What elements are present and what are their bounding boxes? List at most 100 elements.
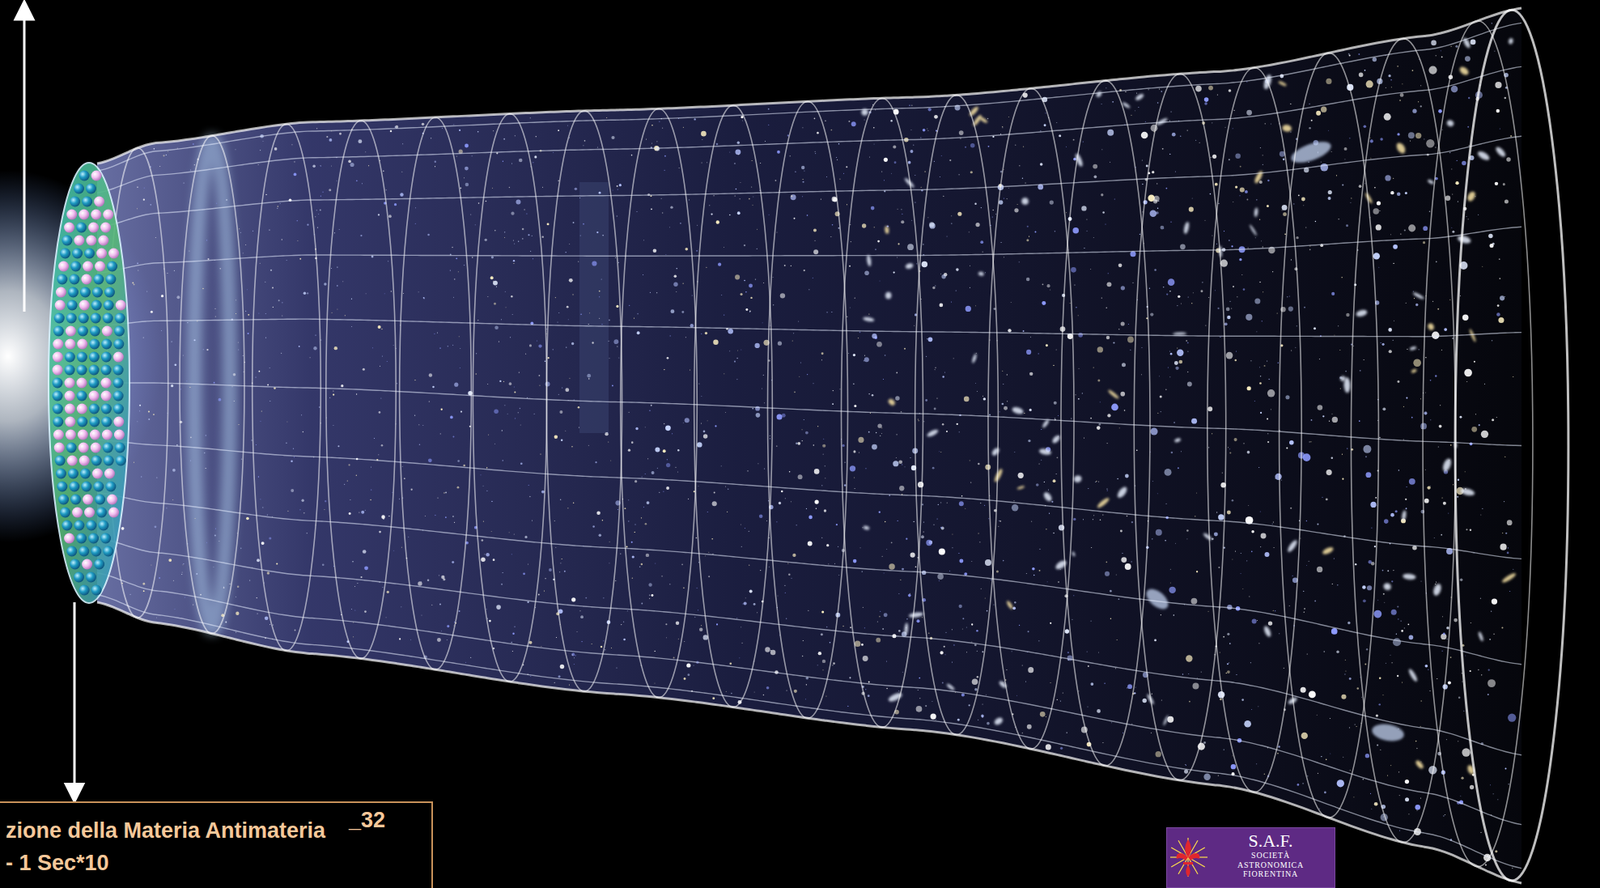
- galaxy-dot: [1455, 181, 1459, 185]
- galaxy-dot: [1136, 92, 1138, 94]
- galaxy-dot: [354, 585, 356, 587]
- galaxy-dot: [1499, 128, 1501, 130]
- galaxy-dot: [784, 585, 786, 586]
- galaxy-dot: [433, 333, 435, 335]
- galaxy-dot: [736, 357, 739, 360]
- galaxy-dot: [348, 463, 350, 466]
- galaxy-dot: [1208, 446, 1210, 448]
- galaxy-dot: [1480, 831, 1482, 833]
- galaxy-dot: [814, 152, 816, 154]
- galaxy-dot: [1141, 131, 1149, 140]
- galaxy-dot: [1461, 161, 1467, 166]
- galaxy-dot: [256, 597, 258, 599]
- galaxy-dot: [1473, 360, 1476, 363]
- galaxy-dot: [1344, 147, 1348, 151]
- galaxy-dot: [636, 331, 641, 335]
- galaxy-dot: [479, 474, 481, 476]
- galaxy-dot: [1430, 690, 1431, 692]
- galaxy-dot: [205, 467, 207, 469]
- galaxy-dot: [633, 317, 635, 319]
- galaxy-dot: [356, 393, 357, 395]
- galaxy-dot: [1235, 359, 1237, 361]
- galaxy-dot: [1421, 580, 1422, 582]
- galaxy-dot: [1256, 331, 1257, 332]
- galaxy-dot: [1425, 139, 1435, 148]
- galaxy-dot: [1097, 346, 1104, 353]
- galaxy-dot: [1392, 569, 1394, 571]
- galaxy-dot: [908, 105, 910, 107]
- galaxy-dot: [1226, 670, 1231, 674]
- galaxy-dot: [434, 160, 437, 162]
- galaxy-dot: [591, 341, 594, 344]
- galaxy-dot: [712, 195, 714, 196]
- galaxy-dot: [822, 444, 826, 448]
- galaxy-dot: [1411, 416, 1414, 419]
- galaxy-dot: [1320, 755, 1322, 757]
- galaxy-dot: [131, 282, 134, 285]
- galaxy-dot: [1155, 529, 1163, 536]
- galaxy-dot: [1273, 522, 1274, 523]
- galaxy-dot: [1083, 437, 1085, 438]
- galaxy-dot: [446, 639, 448, 641]
- galaxy-dot: [798, 376, 800, 378]
- galaxy-dot: [142, 582, 145, 586]
- galaxy-dot: [693, 118, 696, 120]
- galaxy-dot: [870, 206, 875, 211]
- galaxy-dot: [364, 151, 366, 153]
- galaxy-dot: [723, 246, 725, 248]
- galaxy-dot: [1344, 158, 1346, 160]
- galaxy-dot: [560, 439, 563, 442]
- galaxy-dot: [1434, 583, 1436, 585]
- galaxy-dot: [162, 154, 165, 157]
- galaxy-dot: [1203, 741, 1206, 744]
- galaxy-dot: [387, 260, 389, 262]
- galaxy-dot: [1501, 627, 1503, 629]
- galaxy-dot: [1336, 649, 1339, 653]
- galaxy-dot: [607, 441, 609, 443]
- galaxy-dot: [1451, 85, 1458, 93]
- galaxy-dot: [806, 683, 807, 685]
- galaxy-dot: [431, 604, 433, 606]
- galaxy-dot: [269, 400, 271, 402]
- galaxy-dot: [218, 398, 222, 402]
- galaxy-dot: [582, 223, 585, 225]
- galaxy-dot: [832, 390, 834, 391]
- galaxy-dot: [1420, 797, 1422, 798]
- galaxy-dot: [1396, 191, 1401, 196]
- galaxy-dot: [612, 189, 614, 191]
- galaxy-dot: [206, 542, 208, 544]
- galaxy-dot: [1392, 244, 1398, 250]
- galaxy-dot: [1493, 633, 1495, 636]
- galaxy-dot: [133, 284, 136, 286]
- galaxy-dot: [572, 221, 575, 224]
- galaxy-dot: [306, 224, 309, 226]
- galaxy-dot: [662, 491, 664, 493]
- galaxy-dot: [534, 413, 535, 415]
- galaxy-dot: [745, 597, 747, 599]
- galaxy-dot: [487, 296, 489, 298]
- galaxy-dot: [491, 530, 493, 532]
- galaxy-dot: [1073, 139, 1075, 141]
- galaxy-dot: [1481, 266, 1483, 268]
- galaxy-dot: [1317, 404, 1324, 411]
- galaxy-dot: [1226, 307, 1231, 312]
- galaxy-dot: [1166, 292, 1168, 295]
- galaxy-dot: [1451, 230, 1455, 234]
- galaxy-dot: [1446, 626, 1450, 630]
- galaxy-dot: [351, 326, 353, 327]
- galaxy-dot: [917, 689, 919, 691]
- galaxy-dot: [423, 297, 425, 299]
- galaxy-dot: [955, 267, 960, 272]
- galaxy-dot: [1349, 202, 1351, 204]
- galaxy-dot: [1442, 497, 1443, 499]
- galaxy-dot: [940, 526, 943, 529]
- galaxy-dot: [1320, 161, 1322, 162]
- galaxy-dot: [1090, 268, 1091, 270]
- galaxy-dot: [299, 258, 302, 260]
- galaxy-dot: [1070, 418, 1072, 420]
- galaxy-dot: [1210, 157, 1212, 158]
- galaxy-dot: [1011, 650, 1013, 652]
- galaxy-dot: [934, 366, 937, 369]
- galaxy-dot: [874, 226, 875, 228]
- galaxy-dot: [564, 387, 569, 392]
